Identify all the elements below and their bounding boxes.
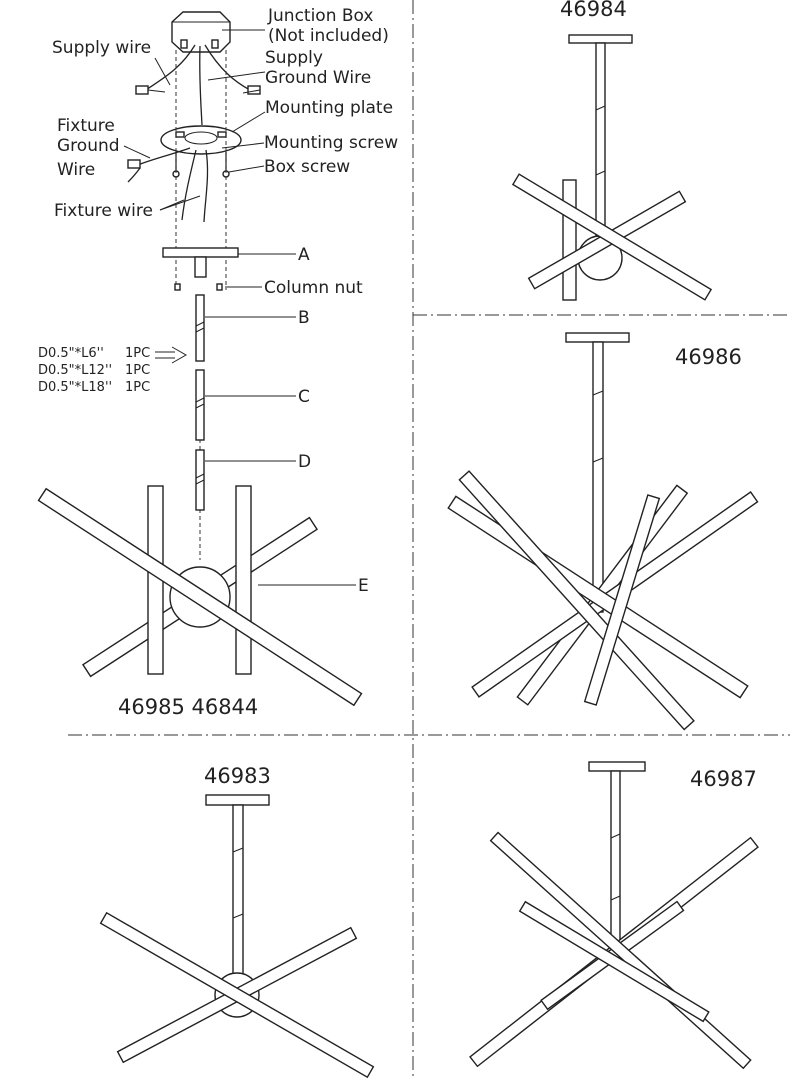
labels: Junction Box (Not included) Supply wire … — [52, 6, 398, 596]
canopy-part-a — [162, 247, 296, 291]
fixture-46983 — [99, 794, 375, 1079]
rod-spec-6: D0.5"*L6'' — [38, 346, 104, 361]
model-46986: 46986 — [675, 345, 742, 369]
fixture-wire-label: Fixture wire — [54, 201, 153, 221]
supply-ground-wire-label: Ground Wire — [265, 68, 371, 88]
fixture-part-e — [37, 485, 363, 707]
part-c-label: C — [298, 387, 310, 407]
box-screw-label: Box screw — [264, 157, 350, 177]
part-d-label: D — [298, 452, 311, 472]
rod-spec-12: D0.5"*L12'' — [38, 363, 112, 378]
fixture-wires — [127, 147, 209, 223]
fixture-46984 — [511, 34, 713, 301]
part-a-label: A — [298, 245, 310, 265]
supply-wire-label: Supply wire — [52, 38, 151, 58]
supply-label: Supply — [265, 48, 323, 68]
model-main: 46985 46844 — [118, 695, 258, 719]
rod-spec-18: D0.5"*L18'' — [38, 380, 112, 395]
model-46984: 46984 — [560, 0, 627, 21]
rod-spec-list: D0.5"*L6'' 1PC D0.5"*L12'' 1PC D0.5"*L18… — [38, 346, 150, 395]
supply-wires — [135, 44, 261, 126]
mounting-plate — [160, 125, 242, 178]
model-46987: 46987 — [690, 767, 757, 791]
rod-arrow — [155, 346, 188, 364]
rod-qty-6: 1PC — [125, 346, 150, 361]
panel-dividers — [68, 0, 790, 1079]
junction-box-label: Junction Box — [267, 6, 373, 26]
column-nut-label: Column nut — [264, 278, 363, 298]
mounting-plate-label: Mounting plate — [265, 98, 393, 118]
not-included-label: (Not included) — [268, 26, 389, 46]
rod-part-d — [195, 449, 296, 511]
model-46983: 46983 — [204, 764, 271, 788]
fixture-ground-label: Ground — [57, 136, 120, 156]
fixture-46987 — [469, 761, 759, 1070]
part-b-label: B — [298, 308, 310, 328]
model-numbers: 46985 46844 46984 46986 46983 46987 — [118, 0, 757, 791]
rod-part-c — [195, 369, 296, 441]
fixture-wire-short-label: Wire — [57, 160, 95, 180]
part-e-label: E — [358, 576, 369, 596]
fixture-46986 — [447, 332, 759, 731]
rod-qty-12: 1PC — [125, 363, 150, 378]
junction-box — [171, 11, 231, 53]
fixture-label: Fixture — [57, 116, 115, 136]
rod-part-b — [195, 294, 296, 362]
callout-lines — [123, 29, 266, 211]
rod-qty-18: 1PC — [125, 380, 150, 395]
mounting-screw-label: Mounting screw — [264, 133, 398, 153]
